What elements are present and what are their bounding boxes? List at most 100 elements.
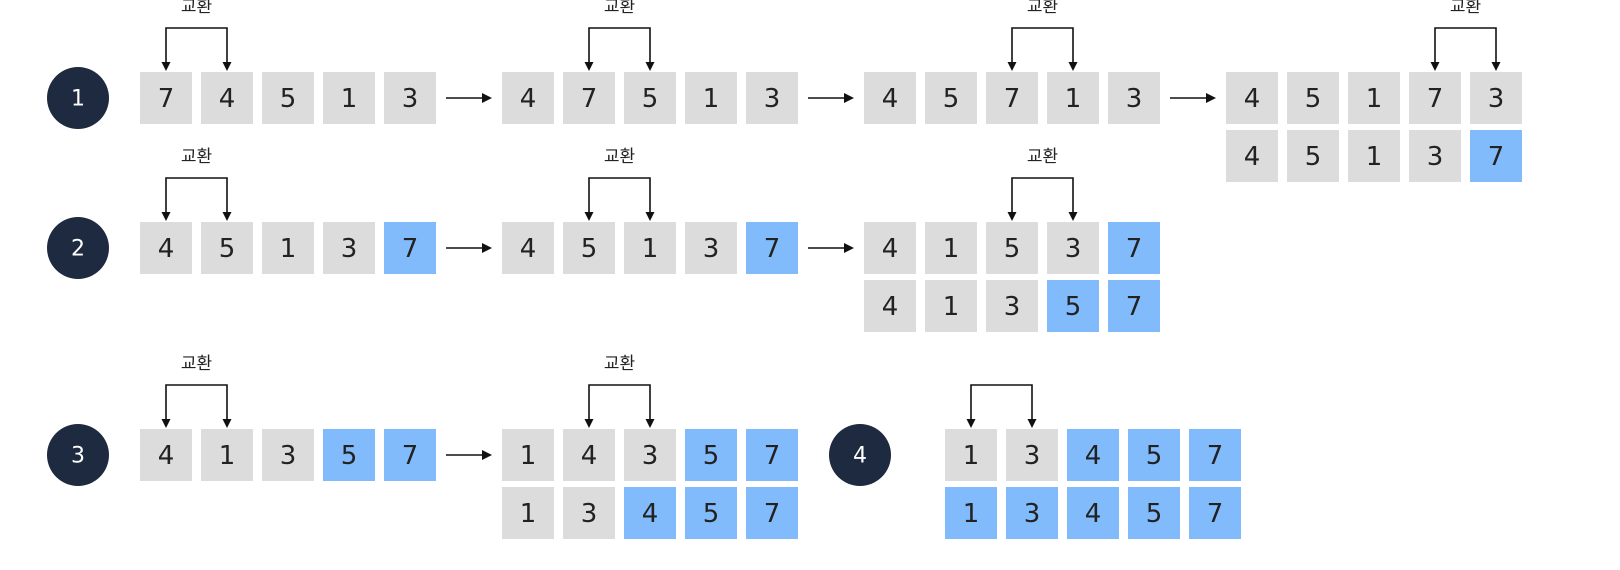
array-cell	[1047, 222, 1099, 274]
transition-arrow-head	[482, 243, 492, 253]
cell-value: 1	[1366, 84, 1383, 114]
cell-value: 3	[764, 84, 781, 114]
array-cell	[140, 429, 192, 481]
swap-arrow-head	[1068, 62, 1078, 71]
array-cell	[502, 487, 554, 539]
cell-value: 7	[402, 441, 419, 471]
array-cell	[746, 429, 798, 481]
cell-value: 5	[943, 84, 960, 114]
array-cell	[563, 429, 615, 481]
step-number: 3	[71, 444, 85, 469]
cell-value: 4	[642, 499, 659, 529]
step-badge-3	[47, 424, 109, 486]
cell-value: 5	[1305, 142, 1322, 172]
array-cell	[1128, 487, 1180, 539]
array-cell	[986, 280, 1038, 332]
cell-value: 3	[1488, 84, 1505, 114]
array-cell	[864, 222, 916, 274]
swap-arrow-head	[1007, 62, 1017, 71]
cell-value: 4	[882, 84, 899, 114]
cell-value: 5	[703, 499, 720, 529]
transition-arrow-head	[482, 93, 492, 103]
cell-value: 7	[1207, 441, 1224, 471]
array-cell	[502, 72, 554, 124]
swap-arrow-head	[161, 419, 171, 428]
array-cell	[262, 72, 314, 124]
step-number: 4	[853, 444, 867, 469]
cell-value: 5	[1146, 499, 1163, 529]
cell-value: 4	[1085, 499, 1102, 529]
cell-value: 7	[1126, 234, 1143, 264]
array-cell	[563, 72, 615, 124]
cell-value: 4	[1085, 441, 1102, 471]
array-cell	[864, 72, 916, 124]
cell-value: 4	[520, 234, 537, 264]
swap-label: 교환	[181, 0, 212, 17]
array-cell	[1108, 222, 1160, 274]
array-cell	[201, 72, 253, 124]
cell-value: 3	[1024, 441, 1041, 471]
cell-value: 1	[642, 234, 659, 264]
swap-bracket	[1011, 177, 1074, 213]
cell-value: 1	[963, 499, 980, 529]
array-cell	[1409, 130, 1461, 182]
array-cell	[1067, 429, 1119, 481]
array-cell	[384, 429, 436, 481]
array-cell	[323, 72, 375, 124]
cell-value: 7	[764, 441, 781, 471]
cell-value: 1	[963, 441, 980, 471]
swap-bracket	[1011, 27, 1074, 63]
cell-value: 4	[520, 84, 537, 114]
swap-arrow-head	[1027, 419, 1037, 428]
cell-value: 3	[703, 234, 720, 264]
step-number: 1	[71, 87, 85, 112]
array-cell	[624, 72, 676, 124]
cell-value: 5	[1065, 292, 1082, 322]
array-cell	[925, 280, 977, 332]
array-cell	[685, 222, 737, 274]
array-cell	[1006, 429, 1058, 481]
cell-value: 5	[1305, 84, 1322, 114]
swap-arrow-head	[222, 419, 232, 428]
cell-value: 1	[1366, 142, 1383, 172]
cell-value: 7	[1488, 142, 1505, 172]
swap-bracket	[588, 27, 651, 63]
swap-arrow-head	[222, 62, 232, 71]
cell-value: 4	[1244, 84, 1261, 114]
array-cell	[864, 280, 916, 332]
array-cell	[323, 429, 375, 481]
array-cell	[925, 222, 977, 274]
array-cell	[1287, 130, 1339, 182]
array-cell	[262, 222, 314, 274]
swap-label: 교환	[604, 0, 635, 17]
cell-value: 7	[1427, 84, 1444, 114]
array-cell	[685, 487, 737, 539]
array-cell	[624, 429, 676, 481]
array-cell	[1409, 72, 1461, 124]
array-cell	[563, 222, 615, 274]
cell-value: 3	[1427, 142, 1444, 172]
cell-value: 1	[520, 441, 537, 471]
cell-value: 3	[1065, 234, 1082, 264]
array-cell	[1470, 130, 1522, 182]
array-cell	[502, 222, 554, 274]
array-cell	[1047, 280, 1099, 332]
array-cell	[1287, 72, 1339, 124]
transition-arrow-head	[844, 93, 854, 103]
cell-value: 1	[520, 499, 537, 529]
step-number: 2	[71, 237, 85, 262]
cell-value: 7	[1207, 499, 1224, 529]
array-cell	[986, 222, 1038, 274]
array-cell	[384, 72, 436, 124]
array-cell	[563, 487, 615, 539]
array-cell	[624, 222, 676, 274]
array-cell	[140, 72, 192, 124]
array-cell	[746, 487, 798, 539]
array-cell	[1348, 130, 1400, 182]
array-cell	[685, 72, 737, 124]
swap-arrow-head	[584, 62, 594, 71]
array-cell	[140, 222, 192, 274]
array-cell	[746, 222, 798, 274]
transition-arrow-head	[482, 450, 492, 460]
array-cell	[945, 429, 997, 481]
